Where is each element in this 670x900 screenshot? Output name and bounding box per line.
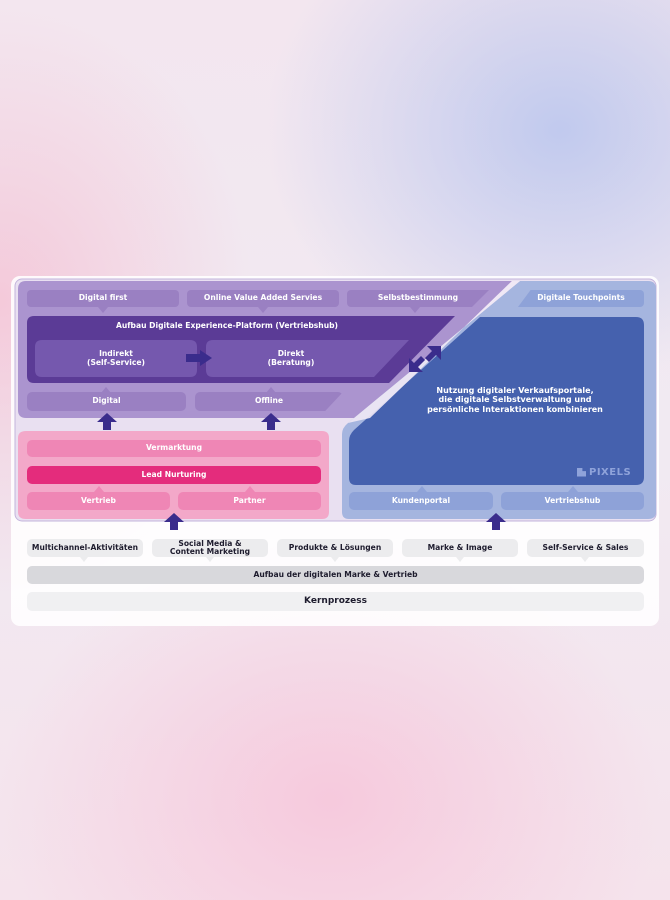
tab-online-value-added: Online Value Added Servies bbox=[187, 290, 339, 307]
arrow-up-icon bbox=[486, 513, 506, 530]
touchpoints-description: Nutzung digitaler Verkaufsportale, die d… bbox=[427, 386, 603, 414]
platform-title: Aufbau Digitale Experience-Platform (Ver… bbox=[115, 321, 339, 331]
indirekt-label: Indirekt (Self-Service) bbox=[86, 348, 146, 367]
vertrieb-pill: Vertrieb bbox=[27, 492, 170, 510]
arrow-up-icon bbox=[164, 513, 184, 530]
activity-tail bbox=[206, 557, 214, 562]
pill-tail bbox=[101, 387, 111, 393]
vertriebshub-pill: Vertriebshub bbox=[501, 492, 644, 510]
pill-tail bbox=[94, 486, 104, 492]
direkt-label: Direkt (Beratung) bbox=[267, 348, 315, 367]
tab-digital-first: Digital first bbox=[27, 290, 179, 307]
pixels-wordmark: PIXELS bbox=[589, 466, 632, 478]
pixels-logo-icon bbox=[577, 467, 586, 477]
vermarktung-pill: Vermarktung bbox=[27, 440, 321, 457]
pill-tail bbox=[417, 486, 427, 492]
pill-tail bbox=[568, 486, 578, 492]
tab-selbstbestimmung: Selbstbestimmung bbox=[347, 290, 489, 307]
arrow-up-icon bbox=[261, 413, 281, 430]
kundenportal-pill: Kundenportal bbox=[349, 492, 493, 510]
partner-pill: Partner bbox=[178, 492, 321, 510]
digital-pill: Digital bbox=[27, 392, 186, 411]
activity-multichannel: Multichannel-Aktivitäten bbox=[27, 539, 143, 557]
activity-tail bbox=[456, 557, 464, 562]
activity-marke: Marke & Image bbox=[402, 539, 518, 557]
lead-nurturing-pill: Lead Nurturing bbox=[27, 466, 321, 484]
pill-tail bbox=[266, 387, 276, 393]
tab-tail bbox=[98, 307, 108, 313]
kernprozess-bar: Kernprozess bbox=[27, 592, 644, 611]
aufbau-bar: Aufbau der digitalen Marke & Vertrieb bbox=[27, 566, 644, 584]
tab-tail bbox=[258, 307, 268, 313]
pill-tail bbox=[245, 486, 255, 492]
tab-tail bbox=[410, 307, 420, 313]
direkt-shape bbox=[206, 340, 409, 377]
activity-produkte: Produkte & Lösungen bbox=[277, 539, 393, 557]
activity-social-media: Social Media & Content Marketing bbox=[152, 539, 268, 557]
activity-tail bbox=[80, 557, 88, 562]
offline-pill: Offline bbox=[195, 392, 343, 411]
activity-tail bbox=[331, 557, 339, 562]
blue-content-box bbox=[349, 317, 644, 485]
tab-digitale-touchpoints: Digitale Touchpoints bbox=[518, 290, 644, 307]
arrow-right-icon bbox=[186, 350, 212, 366]
double-arrow-icon bbox=[409, 346, 441, 372]
arrow-up-icon bbox=[97, 413, 117, 430]
pixels-watermark: PIXELS bbox=[577, 465, 639, 479]
indirekt-shape bbox=[35, 340, 197, 377]
activity-self-service: Self-Service & Sales bbox=[527, 539, 644, 557]
activity-tail bbox=[581, 557, 589, 562]
